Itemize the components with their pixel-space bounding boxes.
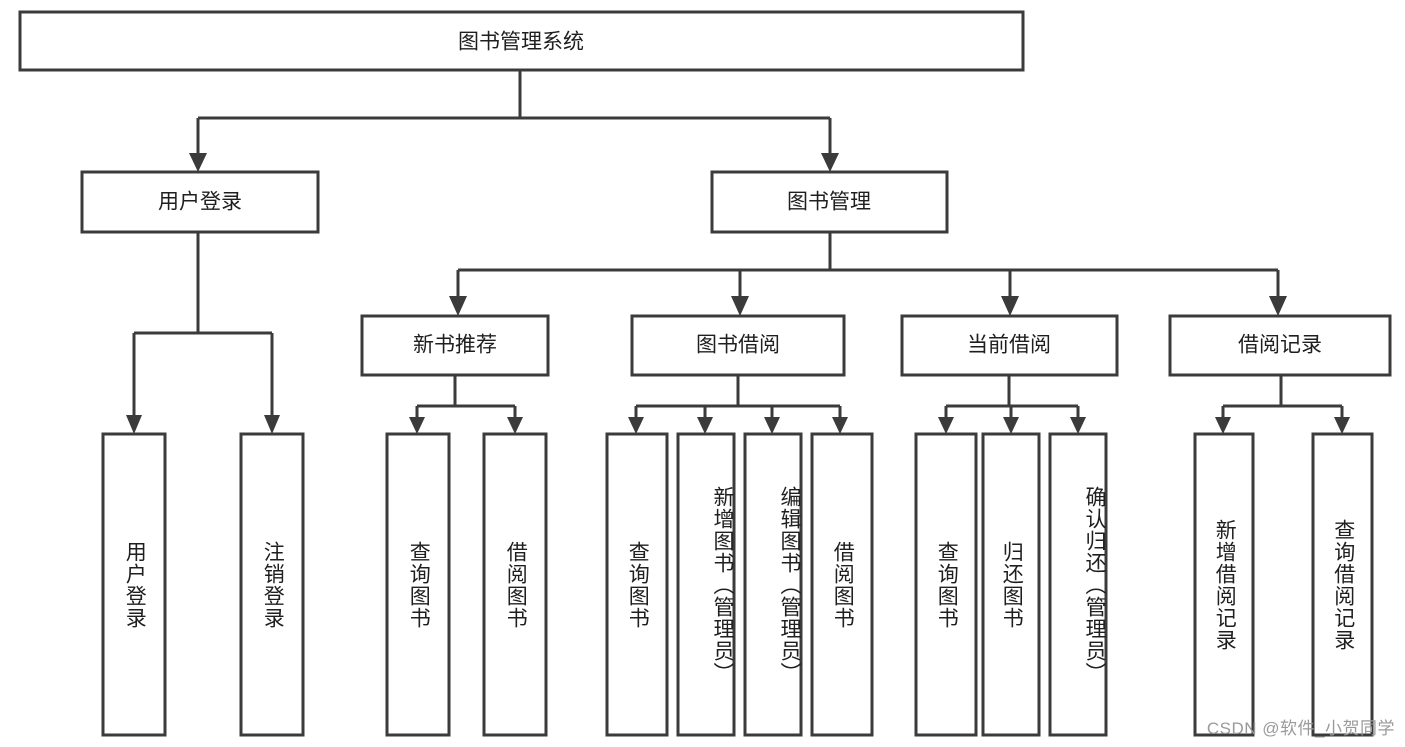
node-current-borrow-label: 当前借阅	[967, 334, 1051, 357]
node-book-management-box[interactable]	[710, 170, 949, 234]
connector-group-newbook	[409, 375, 523, 434]
arrowhead-bookmgmt-child-1	[449, 296, 467, 316]
arrowhead-newbook-child-2	[507, 417, 523, 434]
connector-group-borrow	[628, 375, 848, 434]
node-current-borrow[interactable]: 当前借阅	[900, 314, 1119, 377]
leaf-box-query-book-borrow[interactable]	[605, 432, 669, 737]
csdn-watermark: CSDN @软件_小贺同学	[1206, 719, 1395, 738]
leaf-box-edit-book-admin[interactable]	[743, 432, 803, 737]
leaf-box-add-book-admin[interactable]	[676, 432, 736, 737]
arrowhead-current-child-3	[1070, 417, 1086, 434]
node-user-login-box[interactable]	[80, 170, 320, 234]
connector-group-root	[189, 70, 839, 172]
arrowhead-borrow-child-2	[697, 417, 713, 434]
arrowhead-root-to-bookmgmt	[821, 153, 839, 172]
arrowhead-borrow-child-1	[628, 417, 644, 434]
node-new-book-recommend-box[interactable]	[360, 314, 550, 377]
leaf-box-add-borrow-record[interactable]	[1193, 432, 1255, 737]
node-book-management[interactable]: 图书管理	[710, 170, 949, 234]
arrowhead-root-to-userlogin	[189, 153, 207, 172]
node-user-login[interactable]: 用户登录	[80, 170, 320, 234]
arrowhead-record-child-2	[1334, 417, 1350, 434]
connector-group-userlogin	[126, 232, 280, 434]
node-book-borrow-label: 图书借阅	[696, 334, 780, 357]
arrowhead-current-child-2	[1003, 417, 1019, 434]
leaf-box-borrow-book-recommend[interactable]	[482, 432, 548, 737]
connector-group-bookmgmt	[449, 232, 1287, 316]
node-new-book-recommend-label: 新书推荐	[413, 334, 497, 357]
node-new-book-recommend[interactable]: 新书推荐	[360, 314, 550, 377]
node-user-login-label: 用户登录	[158, 191, 242, 214]
leaf-box-query-book-current[interactable]	[914, 432, 978, 737]
node-book-borrow[interactable]: 图书借阅	[630, 314, 846, 377]
leaf-box-borrow-book[interactable]	[810, 432, 874, 737]
connector-group-record	[1215, 375, 1350, 434]
node-root-label: 图书管理系统	[458, 31, 584, 54]
leaf-box-user-login[interactable]	[101, 432, 167, 737]
arrowhead-newbook-child-1	[409, 417, 425, 434]
node-borrow-record-box[interactable]	[1168, 314, 1392, 377]
leaf-box-query-book-recommend[interactable]	[385, 432, 451, 737]
arrowhead-bookmgmt-child-4	[1269, 296, 1287, 316]
leaf-box-return-book[interactable]	[981, 432, 1041, 737]
arrowhead-userlogin-child-1	[126, 415, 142, 434]
arrowhead-bookmgmt-child-2	[731, 296, 749, 316]
leaf-box-logout[interactable]	[239, 432, 305, 737]
leaf-box-confirm-return-admin[interactable]	[1048, 432, 1108, 737]
node-root-box[interactable]	[18, 10, 1025, 72]
arrowhead-borrow-child-4	[832, 417, 848, 434]
leaf-box-query-borrow-record[interactable]	[1311, 432, 1374, 737]
node-borrow-record-label: 借阅记录	[1238, 334, 1322, 357]
connector-group-current	[938, 375, 1086, 434]
arrowhead-userlogin-child-2	[264, 415, 280, 434]
node-book-management-label: 图书管理	[787, 191, 871, 214]
arrowhead-borrow-child-3	[764, 417, 780, 434]
arrowhead-bookmgmt-child-3	[1001, 296, 1019, 316]
node-book-borrow-box[interactable]	[630, 314, 846, 377]
node-borrow-record[interactable]: 借阅记录	[1168, 314, 1392, 377]
arrowhead-record-child-1	[1215, 417, 1231, 434]
arrowhead-current-child-1	[938, 417, 954, 434]
node-root[interactable]: 图书管理系统	[18, 10, 1025, 72]
node-current-borrow-box[interactable]	[900, 314, 1119, 377]
